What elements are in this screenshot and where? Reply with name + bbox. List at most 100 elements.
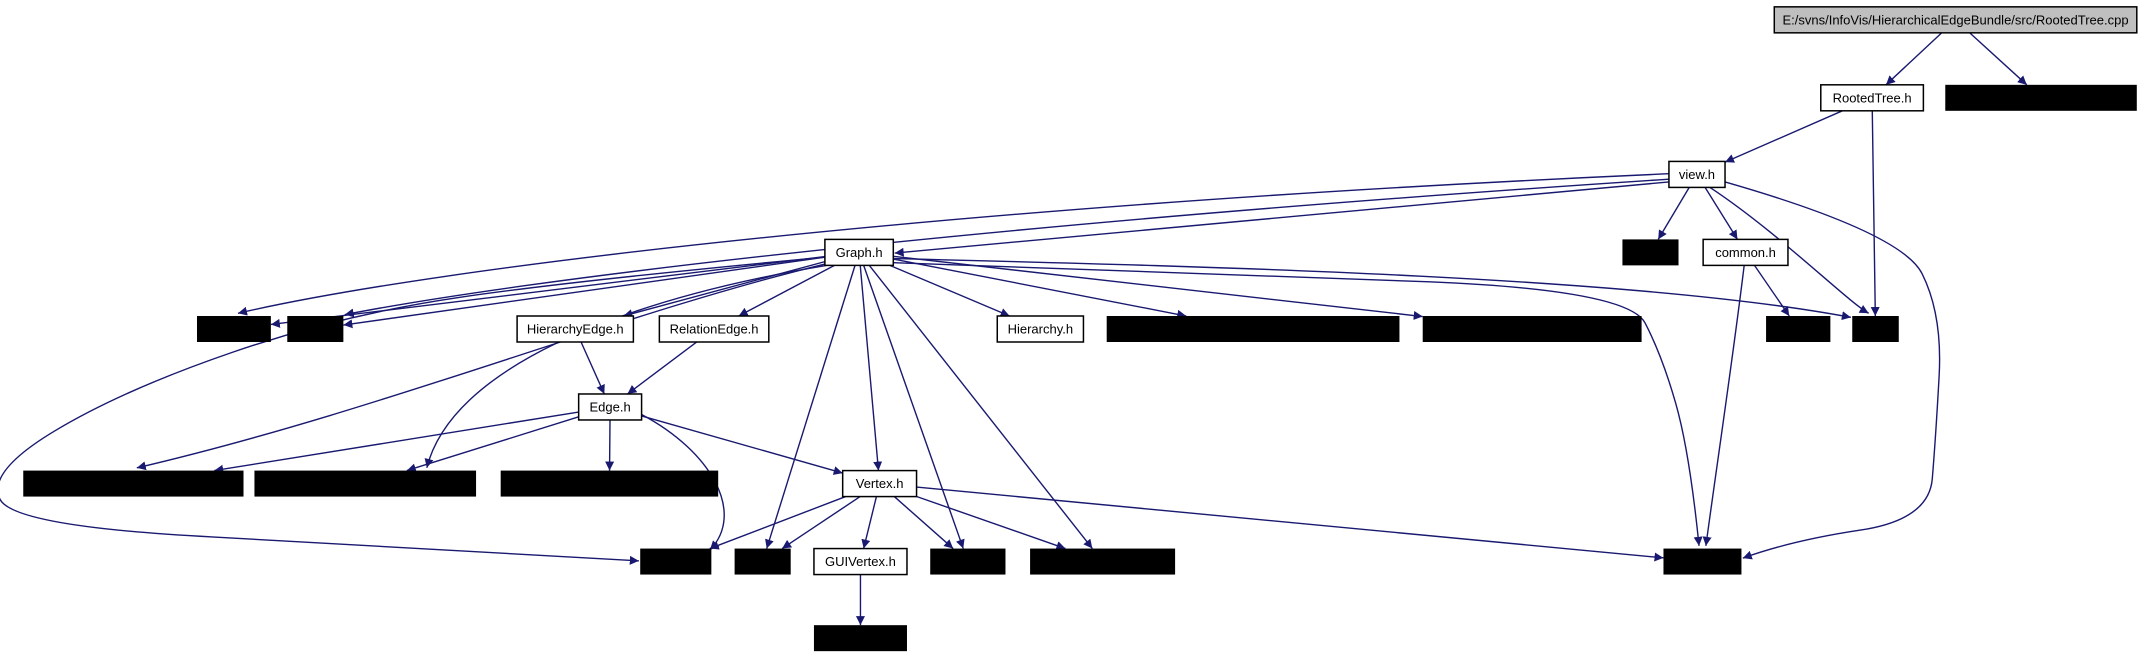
node-iostream: iostream [1663, 548, 1742, 575]
node-box [196, 316, 271, 342]
node-box [287, 316, 344, 342]
node-box [996, 315, 1085, 343]
edge-line [916, 495, 1066, 550]
include-edge-vertex-to-algorithm [893, 496, 954, 550]
include-edge-graph-to-iomanip [270, 255, 825, 328]
node-box [1773, 6, 2138, 34]
node-algorithm: algorithm [930, 548, 1006, 575]
node-box [23, 470, 244, 497]
node-hierarchy[interactable]: Hierarchy.h [996, 315, 1085, 343]
node-label: iostream [1678, 554, 1728, 569]
edge-line [738, 264, 835, 317]
node-label: string [299, 322, 331, 337]
edge-line [893, 496, 954, 550]
edge-line [1885, 32, 1943, 86]
node-box [1766, 316, 1831, 342]
node-label: common.h [1715, 245, 1776, 260]
node-guivertex[interactable]: GUIVertex.h [813, 547, 908, 576]
node-label: memory [652, 554, 699, 569]
edge-line [136, 263, 826, 471]
node-box [813, 625, 907, 652]
node-memory: memory [640, 548, 712, 575]
node-label: glm/gtc/matrix_transform.hpp [1957, 90, 2125, 105]
node-root[interactable]: E:/svns/InfoVis/HierarchicalEdgeBundle/s… [1773, 6, 2138, 34]
node-glew: glew.h [1622, 239, 1679, 266]
node-box [734, 548, 791, 575]
edge-line [623, 260, 826, 319]
node-box [1030, 548, 1176, 575]
edge-line [868, 264, 1093, 549]
node-graph[interactable]: Graph.h [824, 238, 895, 267]
node-box [1106, 316, 1400, 342]
edge-line [893, 258, 1187, 319]
node-vertex[interactable]: Vertex.h [841, 469, 918, 498]
edge-line [627, 341, 698, 395]
node-label: boost/shared_ptr.hpp [1042, 554, 1164, 569]
node-common[interactable]: common.h [1702, 238, 1789, 267]
edge-line [1753, 264, 1790, 317]
edge-line [0, 256, 825, 565]
include-edge-graph-to-algorithm [863, 265, 965, 549]
node-box [1702, 238, 1789, 267]
include-edge-graph-to-relationedge [738, 264, 835, 317]
edge-line [343, 256, 825, 329]
include-edge-common-to-math [1753, 264, 1790, 317]
node-label: algorithm [941, 554, 994, 569]
include-edge-graph-to-ptrmap [136, 263, 826, 471]
edge-line [859, 265, 883, 471]
node-box [577, 393, 643, 421]
edge-line [344, 178, 1669, 318]
edge-line [1702, 265, 1745, 546]
include-edge-view-to-map [1709, 186, 1870, 314]
edge-line [861, 496, 878, 549]
include-edge-view-to-iostream [1724, 181, 1941, 560]
node-box [1852, 316, 1899, 342]
include-edge-graph-to-string [343, 256, 825, 329]
edge-line [406, 416, 579, 473]
node-rootedtree[interactable]: RootedTree.h [1820, 84, 1925, 112]
node-matrix: glm/gtc/matrix_transform.hpp [1945, 84, 2137, 111]
node-edge[interactable]: Edge.h [577, 393, 643, 421]
node-label: HierarchyEdge.h [527, 322, 624, 337]
edge-line [781, 495, 861, 550]
edge-line [916, 486, 1664, 562]
node-label: map [1863, 322, 1888, 337]
node-box [1820, 84, 1925, 112]
include-edge-hierarchyedge-to-edge [580, 341, 605, 395]
edge-line [1870, 110, 1880, 317]
edge-line [424, 264, 827, 469]
edge-line [1704, 187, 1739, 240]
include-edge-edge-to-inserter [406, 416, 579, 473]
node-hierarchyedge[interactable]: HierarchyEdge.h [516, 315, 635, 343]
node-relationedge[interactable]: RelationEdge.h [658, 315, 770, 343]
edge-line [214, 411, 579, 474]
include-edge-vertex-to-memory [709, 495, 846, 550]
edge-line [894, 181, 1670, 257]
node-label: boost/ptr_container/ptr_map.hpp [39, 476, 227, 491]
include-edge-graph-to-vertex [859, 265, 883, 471]
node-iomanip: iomanip [196, 316, 271, 342]
edge-line [1724, 110, 1843, 163]
node-label: Graph.h [836, 245, 883, 260]
include-edge-graph-to-inserter [424, 264, 827, 469]
edge-line [237, 173, 1669, 316]
node-box [640, 548, 712, 575]
node-string: string [287, 316, 344, 342]
node-box [1663, 548, 1742, 575]
include-edge-graph-to-memory [0, 256, 825, 565]
node-view[interactable]: view.h [1668, 160, 1726, 189]
include-edge-graph-to-hierarchy [889, 264, 1010, 317]
include-edge-graph-to-map [893, 257, 1852, 321]
node-vector: vector [734, 548, 791, 575]
edge-line [893, 261, 1703, 546]
node-box [516, 315, 635, 343]
edge-line [709, 495, 846, 550]
node-ptrmap: boost/ptr_container/ptr_map.hpp [23, 470, 244, 497]
include-edge-relationedge-to-edge [627, 341, 698, 395]
node-box [930, 548, 1006, 575]
include-edge-graph-to-sharedptr [868, 264, 1093, 549]
node-glm: glm/glm.hpp [813, 625, 907, 652]
node-label: RelationEdge.h [670, 322, 759, 337]
node-label: Edge.h [590, 399, 631, 414]
